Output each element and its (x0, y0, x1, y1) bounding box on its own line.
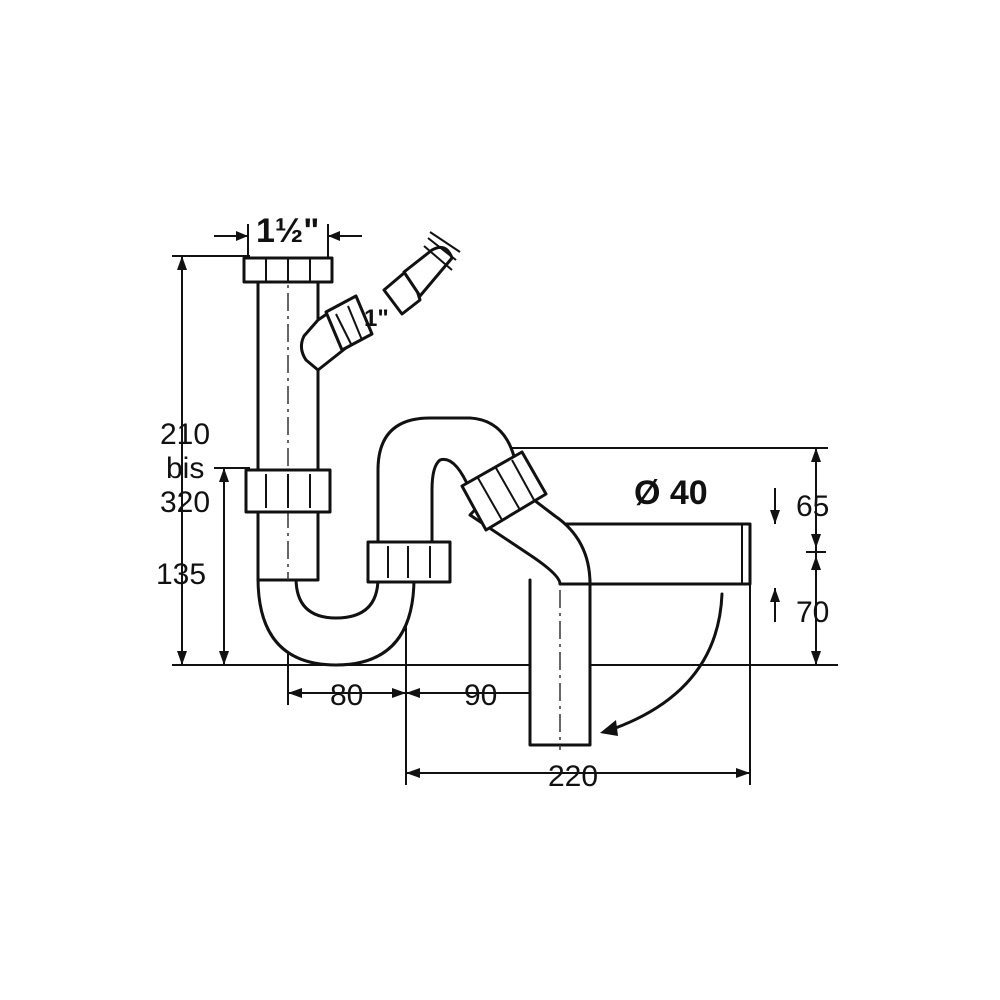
width-left-label: 80 (330, 679, 363, 712)
outlet-lower-label: 70 (796, 596, 829, 629)
width-total-label: 220 (548, 760, 598, 793)
height-range-top-label: 210 (160, 418, 210, 451)
inlet-size-label: 1½" (256, 212, 319, 250)
outlet-diameter-label: Ø 40 (634, 474, 708, 512)
width-mid-label: 90 (464, 679, 497, 712)
outlet-upper-label: 65 (796, 490, 829, 523)
height-range-mid-label: bis (166, 452, 204, 485)
fittings (242, 231, 548, 584)
height-low-label: 135 (156, 558, 206, 591)
side-inlet-size-label: 1" (364, 305, 389, 332)
height-range-bottom-label: 320 (160, 486, 210, 519)
rotation-arrow (608, 592, 724, 732)
